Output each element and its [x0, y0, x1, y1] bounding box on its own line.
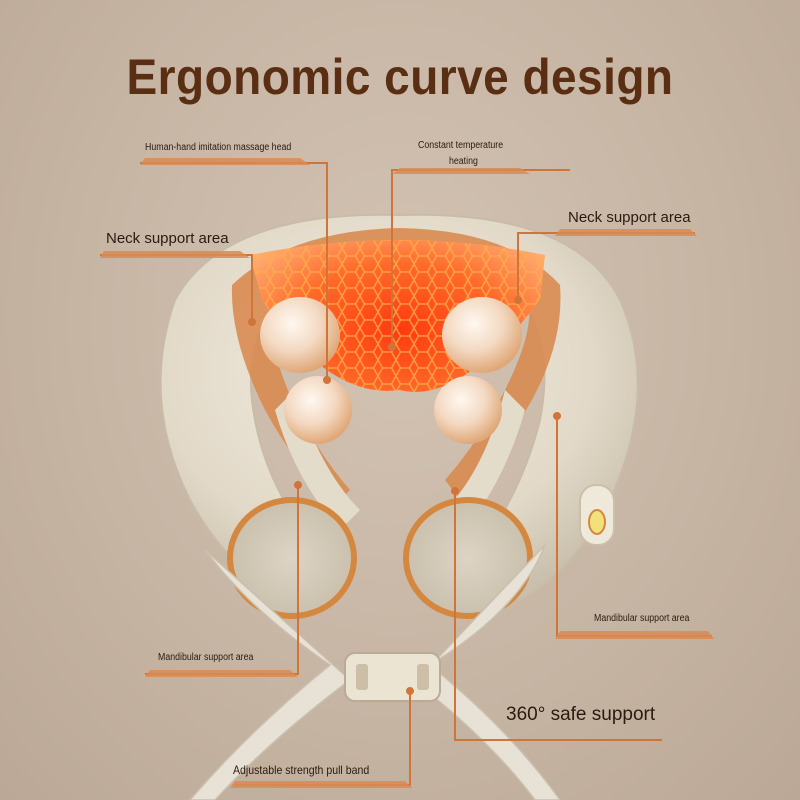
massage-ball-right-bottom — [434, 376, 502, 444]
massage-ball-right-top — [442, 297, 522, 373]
pull-band-left — [189, 549, 352, 800]
label-mandibular-left: Mandibular support area — [158, 652, 254, 663]
label-heating-line1: Constant temperature — [418, 140, 504, 151]
end-pad-right — [403, 497, 533, 619]
label-mandibular-right: Mandibular support area — [594, 613, 690, 624]
end-pad-left — [227, 497, 357, 619]
label-neck-left: Neck support area — [106, 230, 229, 247]
page-title: Ergonomic curve design — [126, 49, 674, 105]
label-neck-right: Neck support area — [568, 209, 691, 226]
label-heating-line2: heating — [449, 156, 478, 167]
band-buckle — [344, 652, 441, 702]
massage-ball-left-top — [260, 297, 340, 373]
label-pull-band: Adjustable strength pull band — [233, 763, 370, 777]
massage-ball-left-bottom — [284, 376, 352, 444]
power-button — [588, 509, 606, 535]
label-safe-support: 360° safe support — [506, 704, 656, 725]
leader-lines — [100, 162, 712, 786]
label-massage-head: Human-hand imitation massage head — [145, 142, 292, 153]
